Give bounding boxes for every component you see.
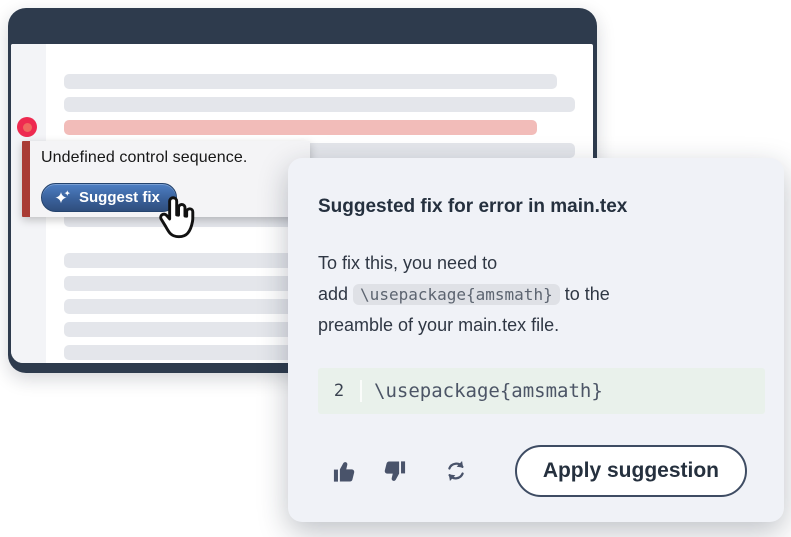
code-line-content: \usepackage{amsmath} — [360, 380, 603, 402]
body-line3: preamble of your main.tex file. — [318, 315, 560, 335]
body-line2-suffix: to the — [559, 284, 610, 304]
suggest-fix-label: Suggest fix — [79, 189, 160, 206]
error-line — [64, 120, 537, 135]
popup-body: To fix this, you need to add \usepackage… — [318, 248, 758, 341]
body-line2-prefix: add — [318, 284, 354, 304]
apply-suggestion-button[interactable]: Apply suggestion — [514, 445, 747, 497]
cursor-pointer-icon — [157, 195, 197, 241]
sparkle-icon — [54, 189, 72, 207]
thumbs-down-icon — [381, 458, 408, 485]
error-message: Undefined control sequence. — [41, 149, 248, 166]
code-snippet: 2 \usepackage{amsmath} — [318, 368, 765, 414]
thumbs-down-button[interactable] — [380, 457, 408, 485]
regenerate-icon — [443, 458, 469, 484]
popup-footer: Apply suggestion — [318, 445, 754, 497]
thumbs-up-icon — [331, 458, 358, 485]
error-marker-dot — [17, 117, 37, 137]
inline-code-chip: \usepackage{amsmath} — [353, 284, 560, 305]
code-line-number: 2 — [333, 381, 345, 401]
error-marker-dot-inner — [22, 122, 32, 132]
skeleton-line — [64, 97, 575, 112]
suggest-fix-button[interactable]: Suggest fix — [41, 183, 177, 212]
error-tooltip: Undefined control sequence. Suggest fix — [22, 141, 310, 217]
body-line1: To fix this, you need to — [318, 253, 498, 273]
suggestion-popup: Suggested fix for error in main.tex To f… — [288, 158, 784, 522]
popup-title: Suggested fix for error in main.tex — [318, 196, 628, 217]
thumbs-up-button[interactable] — [330, 457, 358, 485]
skeleton-line — [64, 74, 557, 89]
regenerate-button[interactable] — [442, 457, 470, 485]
